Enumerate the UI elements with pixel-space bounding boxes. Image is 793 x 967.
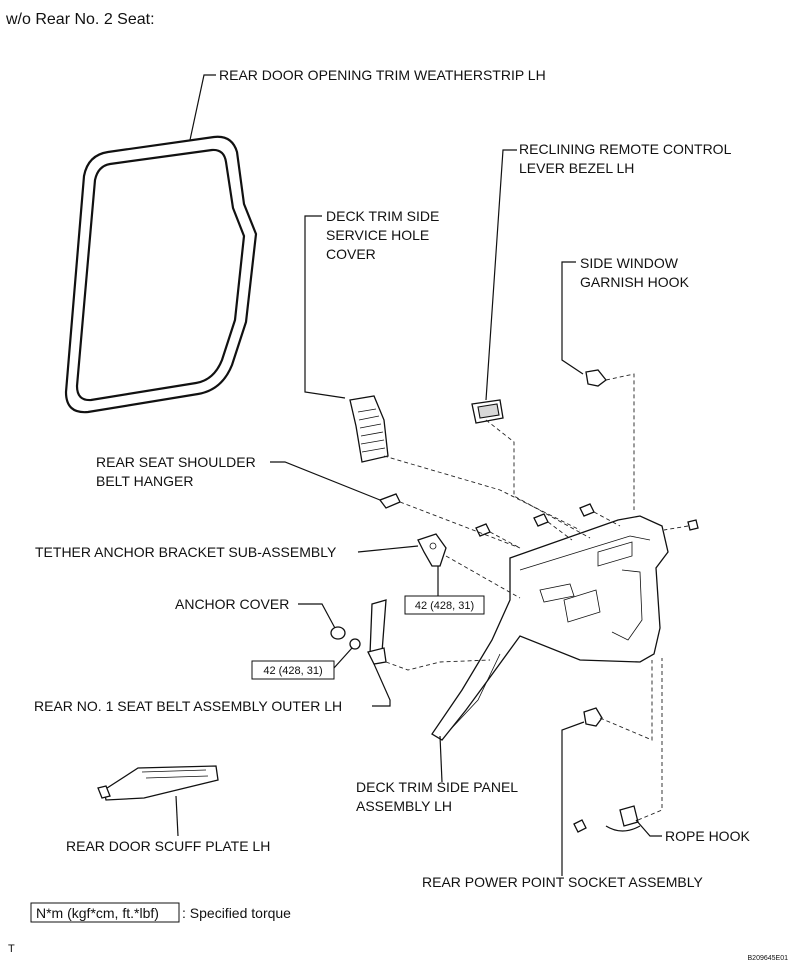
diagram-heading: w/o Rear No. 2 Seat: — [5, 11, 155, 28]
garnish-hook-label-line1: SIDE WINDOW — [580, 255, 679, 271]
scuff-plate-part — [97, 765, 219, 801]
side-panel-label-line2: ASSEMBLY LH — [356, 798, 452, 814]
belt-hanger-leader — [270, 461, 381, 501]
power-socket-label: REAR POWER POINT SOCKET ASSEMBLY — [422, 874, 704, 890]
belt-hanger-part — [378, 493, 401, 509]
power-socket-part — [583, 707, 603, 727]
torque-legend-box — [30, 902, 180, 923]
hole-cover-label-line2: SERVICE HOLE — [326, 227, 429, 243]
garnish-hook-label-line2: GARNISH HOOK — [580, 274, 690, 290]
torque-2-leader — [333, 647, 353, 669]
hole-cover-label-line3: COVER — [326, 246, 376, 262]
anchor-cover-leader — [298, 603, 337, 631]
clip-screws — [475, 503, 699, 833]
rope-hook-label: ROPE HOOK — [665, 828, 750, 844]
hole-cover-part — [349, 395, 389, 463]
power-socket-leader — [561, 721, 585, 876]
bezel-part — [471, 399, 504, 424]
scuff-plate-label: REAR DOOR SCUFF PLATE LH — [66, 838, 270, 854]
belt-hanger-label-line2: BELT HANGER — [96, 473, 194, 489]
seat-belt-leader — [372, 663, 391, 707]
bezel-label-line1: RECLINING REMOTE CONTROL — [519, 141, 732, 157]
weatherstrip-part — [64, 135, 258, 414]
anchor-bolt — [349, 638, 361, 650]
weatherstrip-leader — [189, 74, 216, 141]
rope-hook-part — [605, 805, 641, 832]
torque-legend-text: : Specified torque — [182, 905, 291, 921]
belt-hanger-label-line1: REAR SEAT SHOULDER — [96, 454, 256, 470]
torque-value-2: 42 (428, 31) — [263, 665, 322, 677]
weatherstrip-label: REAR DOOR OPENING TRIM WEATHERSTRIP LH — [219, 67, 546, 83]
side-panel-part — [431, 515, 669, 741]
seat-belt-part — [367, 599, 387, 665]
assembly-dashed-lines — [383, 373, 689, 821]
hole-cover-leader — [304, 215, 346, 399]
seat-belt-label: REAR NO. 1 SEAT BELT ASSEMBLY OUTER LH — [34, 698, 342, 714]
tether-bracket-leader — [357, 545, 419, 553]
hole-cover-label-line1: DECK TRIM SIDE — [326, 208, 439, 224]
torque-legend-units: N*m (kgf*cm, ft.*lbf) — [36, 905, 159, 921]
torque-box-2 — [251, 660, 335, 680]
footer-left-mark: T — [8, 943, 15, 955]
rope-hook-leader — [635, 819, 662, 837]
anchor-cover-label: ANCHOR COVER — [175, 596, 289, 612]
garnish-hook-leader — [561, 261, 584, 375]
scuff-plate-leader — [175, 795, 179, 837]
figure-id: B209645E01 — [748, 955, 789, 962]
torque-value-1: 42 (428, 31) — [415, 600, 474, 612]
tether-bracket-part — [417, 533, 447, 567]
bezel-label-line2: LEVER BEZEL LH — [519, 160, 634, 176]
bezel-leader — [485, 149, 517, 401]
tether-bracket-label: TETHER ANCHOR BRACKET SUB-ASSEMBLY — [35, 544, 337, 560]
torque-box-1 — [404, 595, 485, 615]
garnish-hook-part — [585, 369, 607, 387]
side-panel-leader — [439, 735, 443, 783]
side-panel-label-line1: DECK TRIM SIDE PANEL — [356, 779, 518, 795]
anchor-cover-part — [330, 626, 346, 640]
